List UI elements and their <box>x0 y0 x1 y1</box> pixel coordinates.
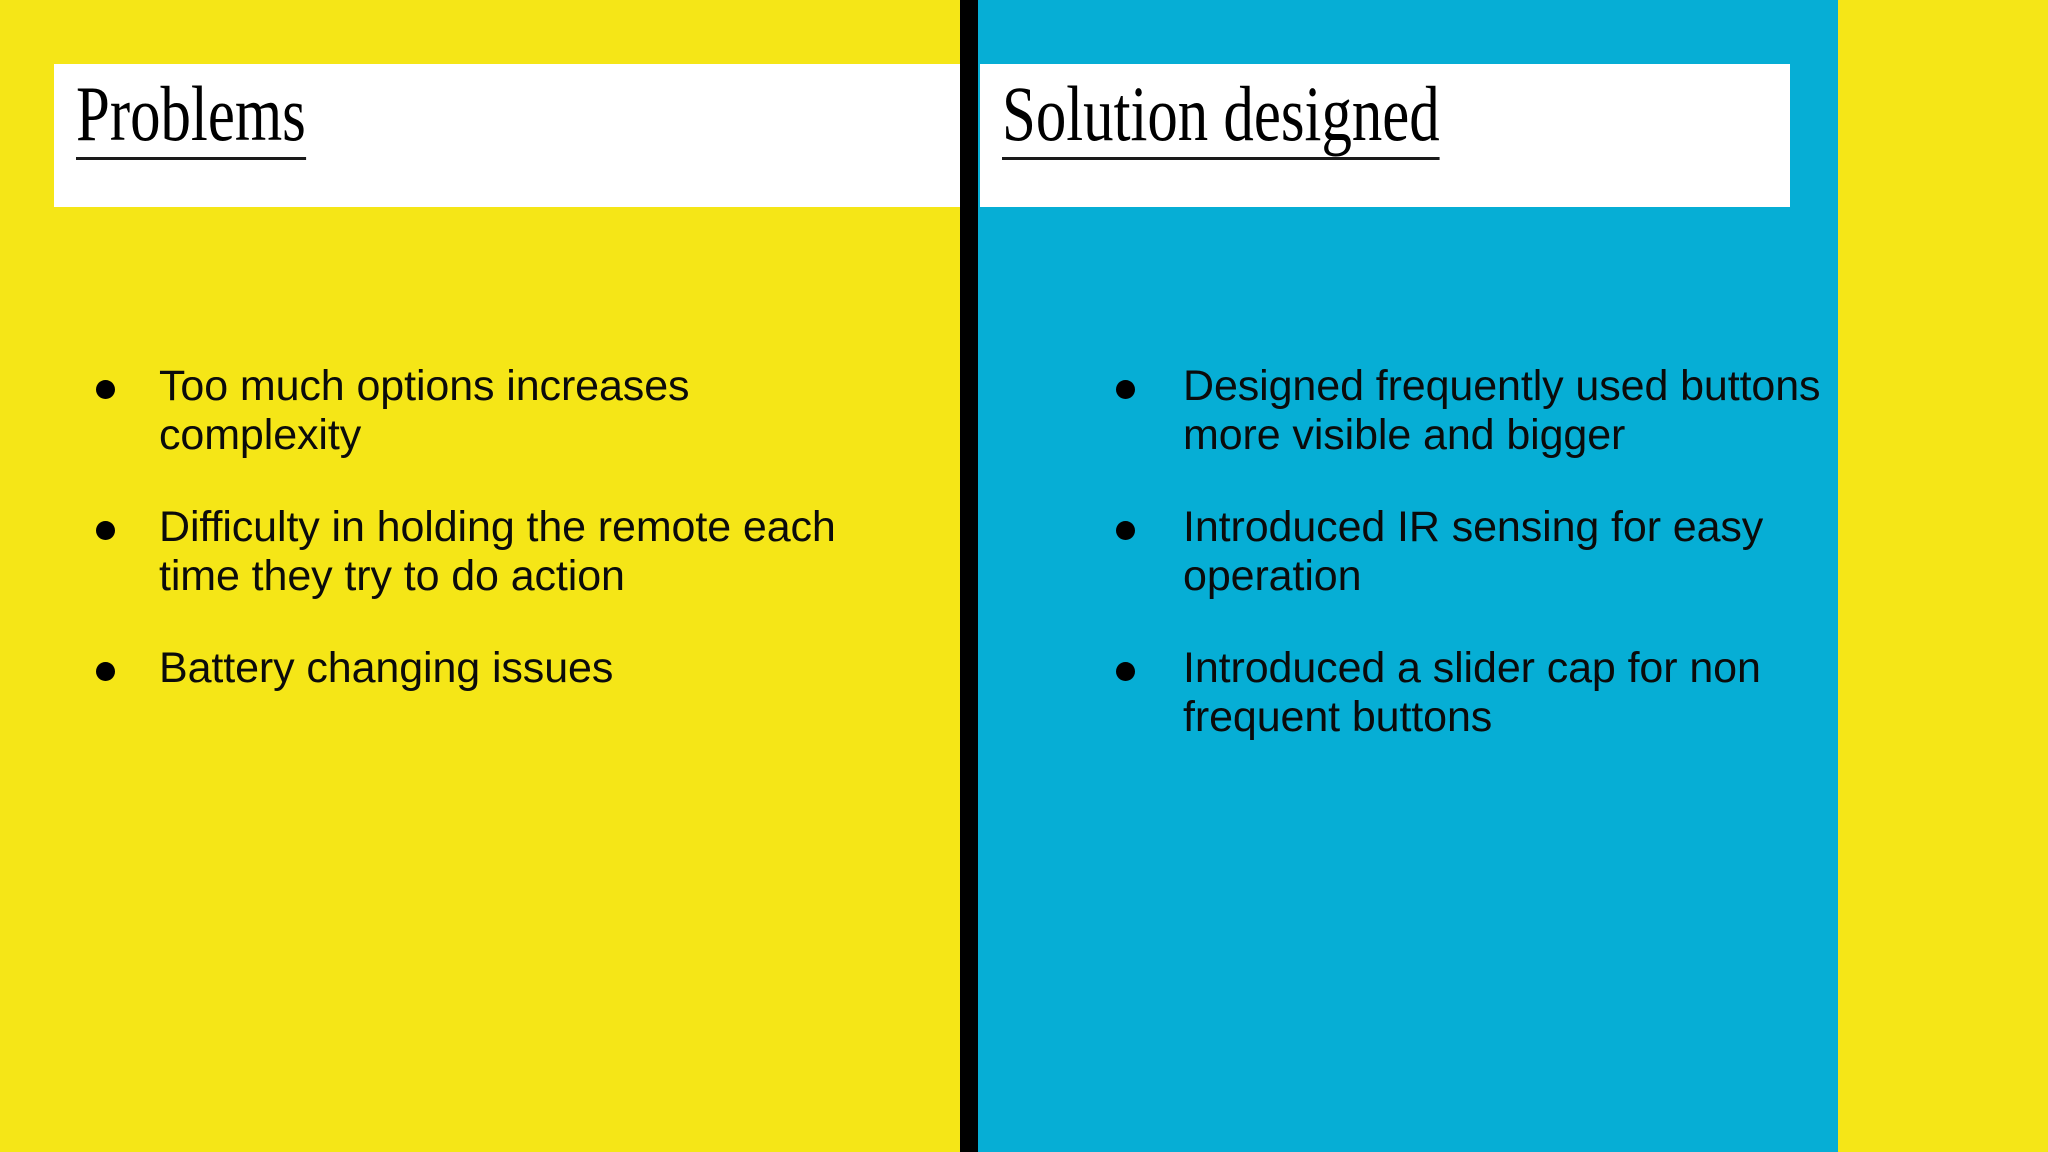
list-item: Battery changing issues <box>96 644 836 693</box>
right-edge-background <box>1838 0 2048 1152</box>
problems-bullet-list: Too much options increases complexity Di… <box>96 362 836 737</box>
problems-bullet-3: Battery changing issues <box>159 644 614 693</box>
list-item: Designed frequently used buttons more vi… <box>1116 362 1836 459</box>
solution-bullet-3: Introduced a slider cap for non frequent… <box>1183 644 1761 741</box>
bullet-dot-icon <box>96 662 115 682</box>
column-divider <box>960 0 978 1152</box>
solution-title: Solution designed <box>1002 75 1440 160</box>
problems-title-band: Problems <box>54 64 960 207</box>
bullet-dot-icon <box>1116 521 1135 541</box>
solution-bullet-list: Designed frequently used buttons more vi… <box>1116 362 1836 785</box>
problems-bullet-1: Too much options increases complexity <box>159 362 690 459</box>
bullet-dot-icon <box>96 380 115 399</box>
problems-bullet-2: Difficulty in holding the remote each ti… <box>159 503 836 600</box>
bullet-dot-icon <box>1116 380 1135 399</box>
list-item: Introduced IR sensing for easy operation <box>1116 503 1836 600</box>
bullet-dot-icon <box>96 521 115 541</box>
list-item: Difficulty in holding the remote each ti… <box>96 503 836 600</box>
solution-bullet-2: Introduced IR sensing for easy operation <box>1183 503 1764 600</box>
list-item: Introduced a slider cap for non frequent… <box>1116 644 1836 741</box>
list-item: Too much options increases complexity <box>96 362 836 459</box>
solution-bullet-1: Designed frequently used buttons more vi… <box>1183 362 1821 459</box>
problems-title: Problems <box>76 75 306 160</box>
bullet-dot-icon <box>1116 662 1135 682</box>
solution-title-band: Solution designed <box>980 64 1790 207</box>
